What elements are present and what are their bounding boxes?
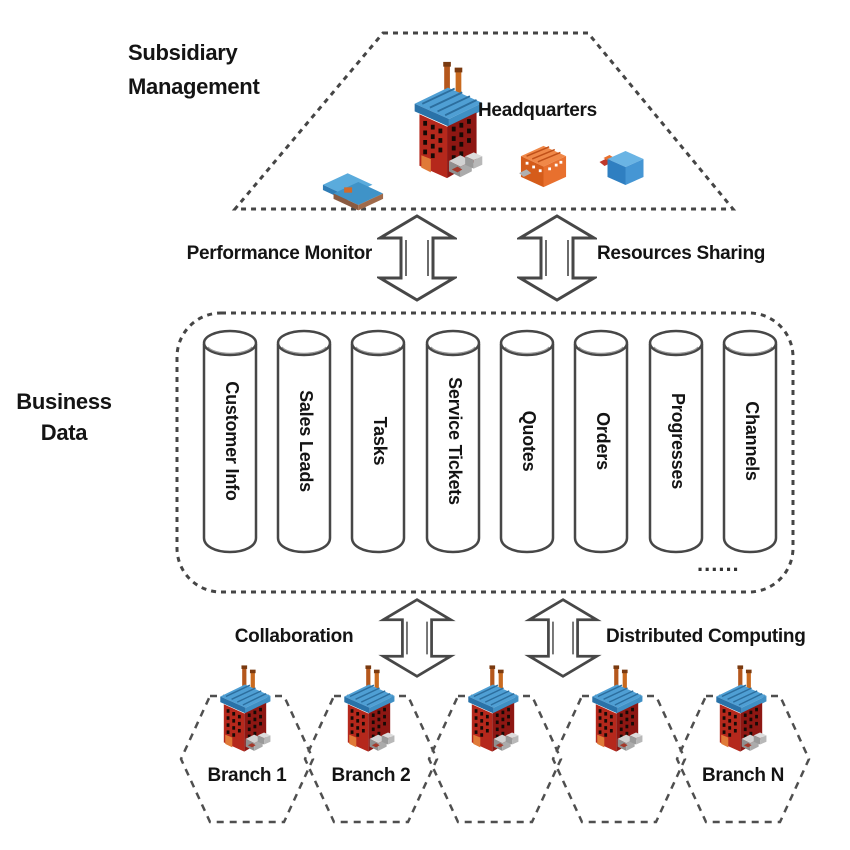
branch-factory-icon xyxy=(219,664,272,753)
branch-factory-icon xyxy=(467,664,520,753)
collaboration-label: Collaboration xyxy=(234,626,354,647)
warehouse-icon xyxy=(322,173,384,211)
branch-2-label: Branch 2 xyxy=(331,765,411,786)
business-data-line1: Business xyxy=(16,389,112,414)
branch-hexagon xyxy=(427,694,563,824)
subsidiary-management-line1: Subsidiary xyxy=(128,40,238,65)
branches-zone xyxy=(179,694,811,824)
collaboration-arrow-icon xyxy=(381,598,453,678)
more-cylinders-ellipsis: ...... xyxy=(697,551,740,576)
cylinder-label-customer-info: Customer Info xyxy=(222,381,242,501)
cylinder-label-service-tickets: Service Tickets xyxy=(445,377,465,505)
branch-hexagon xyxy=(675,694,811,824)
business-data-zone-border xyxy=(175,311,795,594)
business-data-zone xyxy=(175,311,795,594)
resources-sharing-arrow-icon xyxy=(518,214,596,302)
business-data-line2: Data xyxy=(40,420,88,445)
cylinder-label-quotes: Quotes xyxy=(519,410,539,472)
cylinder-label-orders: Orders xyxy=(593,412,613,470)
cylinder-label-channels: Channels xyxy=(742,401,762,481)
resources-sharing-label: Resources Sharing xyxy=(597,243,766,264)
cylinder-label-sales-leads: Sales Leads xyxy=(296,390,316,492)
headquarters-zone xyxy=(231,31,737,211)
subsidiary-management-line2: Management xyxy=(128,74,260,99)
branch-hexagon xyxy=(179,694,315,824)
branch-hexagon xyxy=(551,694,687,824)
headquarters-factory-icon xyxy=(413,60,484,180)
distributed-computing-label: Distributed Computing xyxy=(606,626,806,647)
branch-factory-icon xyxy=(715,664,768,753)
headquarters-label: Headquarters xyxy=(478,100,597,121)
cylinder-label-progresses: Progresses xyxy=(668,392,688,490)
branch-n-label: Branch N xyxy=(701,765,785,786)
branch-buildings xyxy=(219,664,768,753)
branch-hexagon xyxy=(303,694,439,824)
business-data-label: Business Data xyxy=(8,386,120,448)
cylinder-label-tasks: Tasks xyxy=(370,416,390,466)
branch-factory-icon xyxy=(591,664,644,753)
blue-unit-icon xyxy=(599,151,644,185)
distributed-computing-arrow-icon xyxy=(527,598,599,678)
performance-monitor-label: Performance Monitor xyxy=(186,243,373,264)
orange-plant-icon xyxy=(518,144,567,189)
performance-monitor-arrow-icon xyxy=(378,214,456,302)
branch-1-label: Branch 1 xyxy=(207,765,287,786)
headquarters-zone-border xyxy=(231,31,737,211)
branch-factory-icon xyxy=(343,664,396,753)
subsidiary-management-label: Subsidiary Management xyxy=(128,36,260,104)
